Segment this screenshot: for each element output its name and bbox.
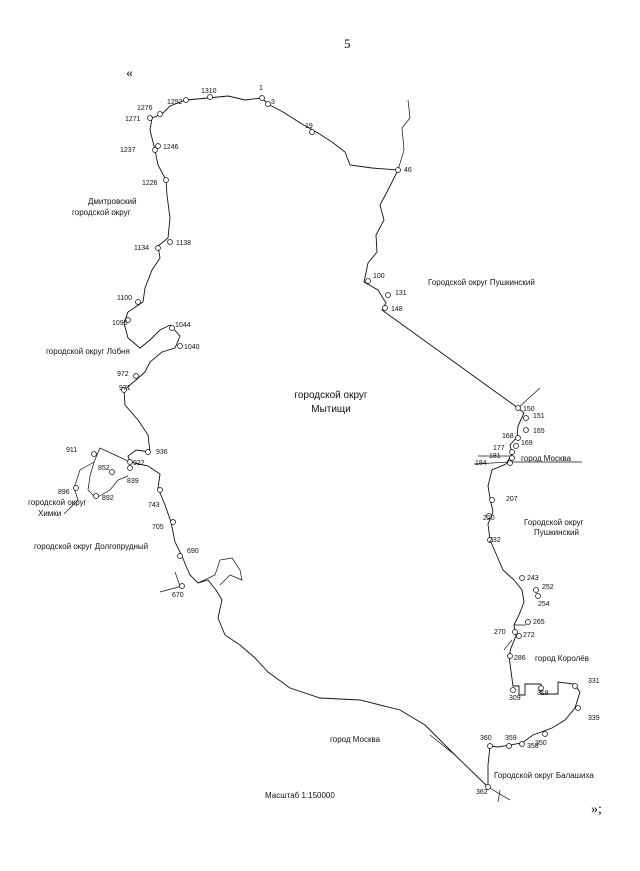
point-label: 670	[172, 592, 184, 599]
point-label: 1100	[117, 295, 132, 302]
point-label: 169	[521, 440, 533, 447]
point-label: 1310	[201, 88, 217, 95]
point-label: 359	[505, 735, 517, 742]
region-balashikha: Городской округ Балашиха	[494, 771, 594, 780]
region-moscow-east: город Москва	[521, 454, 572, 463]
point-label: 1138	[176, 240, 191, 247]
point-label: 265	[533, 619, 545, 626]
point-label: 168	[502, 433, 514, 440]
point-label: 151	[533, 413, 545, 420]
closing-quote: »;	[591, 802, 602, 817]
region-pushkinsky-north: Городской округ Пушкинский	[428, 278, 535, 287]
point-label: 358	[527, 743, 539, 750]
point-label: 1271	[125, 116, 141, 123]
point-label: 181	[489, 453, 501, 460]
point-label: 165	[533, 428, 545, 435]
point-label: 220	[483, 515, 495, 522]
point-label: 309	[509, 695, 521, 702]
point-label: 1040	[184, 344, 200, 351]
point-label: 971	[119, 385, 131, 392]
point-label: 705	[152, 524, 164, 531]
center-label-line2: Мытищи	[311, 404, 351, 415]
point-label: 362	[476, 789, 488, 796]
region-khimki-1: городской округ	[28, 498, 87, 507]
region-dmitrovsky-1: Дмитровский	[88, 197, 137, 206]
point-label: 972	[117, 371, 129, 378]
region-lobnya: городской округ Лобня	[46, 347, 130, 356]
point-label: 911	[66, 447, 77, 454]
point-label: 184	[475, 460, 487, 467]
point-label: 232	[489, 537, 501, 544]
point-label: 46	[404, 167, 412, 174]
point-label: 339	[588, 715, 600, 722]
line-150	[517, 387, 541, 409]
point-label: 254	[538, 601, 550, 608]
point-label: 100	[373, 273, 385, 280]
point-label: 272	[523, 632, 535, 639]
point-label: 360	[480, 735, 492, 742]
point-label: 331	[588, 678, 600, 685]
point-label: 936	[156, 449, 168, 456]
point-label: 743	[148, 502, 160, 509]
korolev-line	[503, 624, 526, 651]
point-label: 896	[58, 489, 70, 496]
opening-quote: «	[126, 66, 133, 81]
mytishchi-boundary	[123, 95, 581, 789]
point-label: 1237	[120, 147, 136, 154]
point-label: 243	[527, 575, 539, 582]
point-markers	[73, 94, 581, 790]
page-number: 5	[344, 36, 351, 51]
point-label: 150	[523, 406, 535, 413]
point-label: 1246	[163, 144, 179, 151]
point-label: 852	[98, 465, 110, 472]
scale-label: Масштаб 1:150000	[265, 791, 335, 800]
point-labels: 1 3 19 46 100 131 148 150 151 165 168 16…	[58, 85, 600, 796]
region-pushkinsky-east-1: Городской округ	[524, 518, 584, 527]
dolgoprudny-line	[159, 557, 243, 593]
point-label: 690	[187, 548, 199, 555]
point-label: 318	[537, 690, 549, 697]
point-label: 839	[127, 478, 139, 485]
point-label: 1292	[167, 99, 183, 106]
point-label: 19	[305, 123, 313, 130]
pushkinsky-line	[397, 99, 411, 171]
point-label: 350	[535, 740, 547, 747]
point-label: 286	[514, 655, 526, 662]
point-label: 1044	[175, 322, 191, 329]
region-dolgoprudny: городской округ Долгопрудный	[34, 542, 148, 551]
point-label: 1226	[142, 180, 158, 187]
point-label: 1276	[137, 105, 153, 112]
center-label-line1: городской округ	[294, 390, 368, 401]
point-label: 922	[133, 460, 145, 467]
point-label: 1095	[112, 320, 128, 327]
point-label: 892	[102, 495, 114, 502]
region-moscow-south: город Москва	[330, 735, 381, 744]
balashikha-line	[487, 786, 511, 803]
region-pushkinsky-east-2: Пушкинский	[534, 528, 579, 537]
point-label: 252	[542, 584, 554, 591]
point-label: 177	[493, 445, 505, 452]
region-dmitrovsky-2: городской округ	[72, 208, 131, 217]
point-label: 3	[271, 99, 275, 106]
point-label: 148	[391, 306, 403, 313]
point-label: 1134	[134, 245, 149, 252]
point-label: 1	[259, 85, 263, 92]
point-label: 131	[395, 290, 407, 297]
point-label: 270	[494, 629, 506, 636]
point-label: 207	[506, 496, 518, 503]
region-khimki-2: Химки	[38, 509, 61, 518]
south-line	[429, 734, 456, 756]
region-korolev: город Королёв	[535, 654, 589, 663]
